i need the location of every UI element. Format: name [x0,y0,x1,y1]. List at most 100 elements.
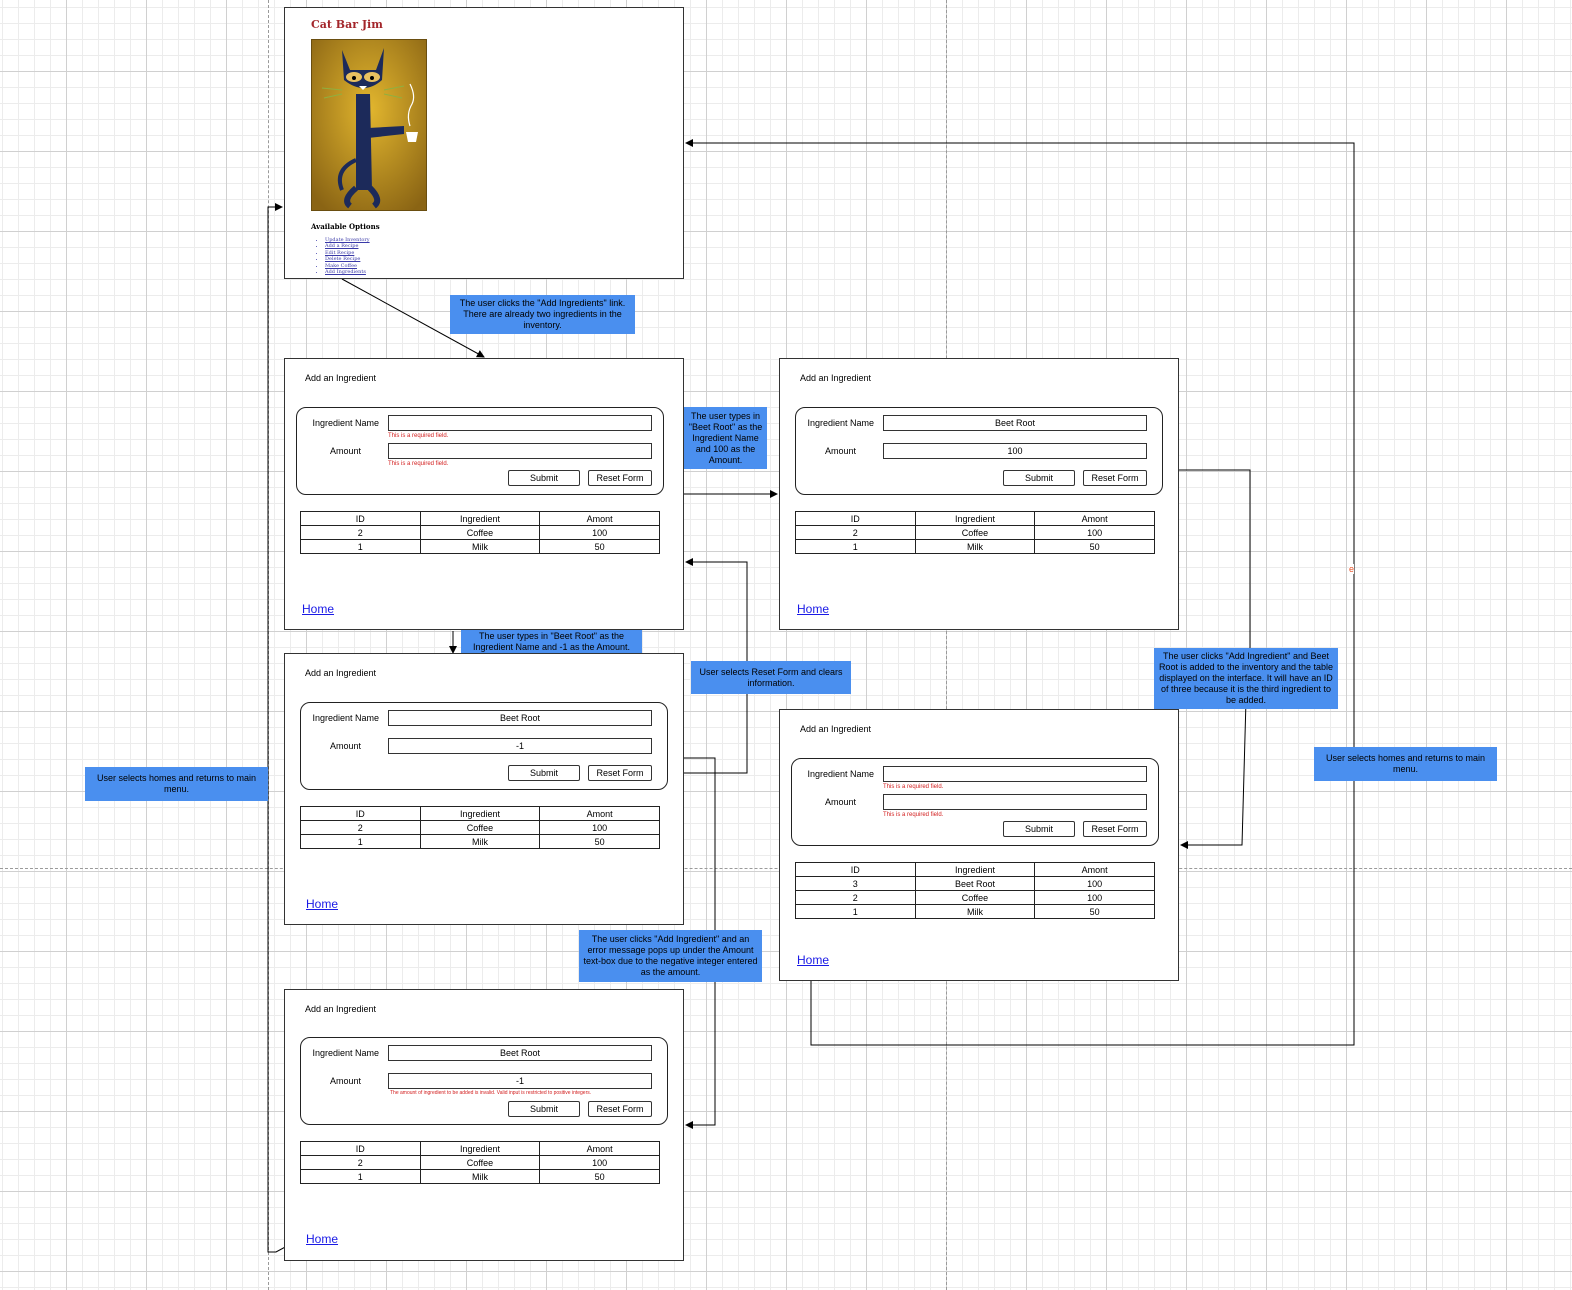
cell-ingredient: Beet Root [914,876,1036,891]
cell-id: 1 [300,539,421,554]
note-types-beet-root-negative: The user types in "Beet Root" as the Ing… [461,630,642,653]
submit-button[interactable]: Submit [1003,470,1075,486]
submit-button[interactable]: Submit [508,765,580,781]
frame-title: Add an Ingredient [800,724,872,734]
cell-id: 1 [300,834,421,849]
table-header-amount: Amont [1034,862,1155,877]
reset-form-button[interactable]: Reset Form [588,1101,652,1117]
home-page-frame: Cat Bar Jim Available Options [284,7,684,279]
cell-ingredient: Milk [419,1169,541,1184]
table-row: 2 Coffee 100 [300,1155,660,1170]
cell-ingredient: Coffee [914,890,1036,905]
ingredient-name-input[interactable]: Beet Root [388,1045,652,1061]
inventory-table: ID Ingredient Amont 3 Beet Root 100 2 Co… [795,862,1155,919]
reset-form-button[interactable]: Reset Form [588,765,652,781]
inventory-table: ID Ingredient Amont 2 Coffee 100 1 Milk … [795,511,1155,554]
table-row: 3 Beet Root 100 [795,876,1155,891]
cell-amount: 50 [1034,904,1155,919]
table-header-amount: Amont [539,806,660,821]
table-header-id: ID [300,806,421,821]
note-error-message: The user clicks "Add Ingredient" and an … [579,930,762,982]
ingredient-form: Ingredient Name Beet Root Amount -1 The … [300,1037,668,1125]
submit-button[interactable]: Submit [1003,821,1075,837]
amount-input[interactable] [388,443,652,459]
add-ingredient-frame-added: Add an Ingredient Ingredient Name This i… [779,709,1179,981]
amount-input[interactable] [883,794,1147,810]
cell-id: 2 [795,890,916,905]
cell-id: 2 [300,820,421,835]
reset-form-button[interactable]: Reset Form [1083,821,1147,837]
ingredient-form: Ingredient Name Beet Root Amount -1 Subm… [300,702,668,790]
cell-id: 1 [795,904,916,919]
cell-amount: 50 [1034,539,1155,554]
cell-ingredient: Milk [914,539,1036,554]
cell-ingredient: Coffee [419,1155,541,1170]
home-link[interactable]: Home [302,602,335,616]
cell-amount: 100 [1034,525,1155,540]
add-ingredient-frame-error: Add an Ingredient Ingredient Name Beet R… [284,989,684,1261]
cell-amount: 100 [539,820,660,835]
cell-ingredient: Coffee [419,820,541,835]
table-row: 2 Coffee 100 [795,890,1155,905]
edge-label: e [1349,564,1355,574]
cell-amount: 100 [1034,876,1155,891]
add-ingredient-frame-filled: Add an Ingredient Ingredient Name Beet R… [779,358,1179,630]
ingredient-form: Ingredient Name This is a required field… [296,407,664,495]
note-reset-form: User selects Reset Form and clears infor… [691,661,851,694]
cell-ingredient: Milk [419,834,541,849]
amount-input[interactable]: 100 [883,443,1147,459]
table-header-id: ID [300,511,421,526]
amount-label: Amount [824,446,856,456]
ingredient-name-input[interactable]: Beet Root [883,415,1147,431]
reset-form-button[interactable]: Reset Form [588,470,652,486]
add-ingredient-frame-empty: Add an Ingredient Ingredient Name This i… [284,358,684,630]
option-edit-recipe[interactable]: Edit Recipe [325,250,370,256]
reset-form-button[interactable]: Reset Form [1083,470,1147,486]
ingredient-name-label: Ingredient Name [807,418,874,428]
table-row: 1 Milk 50 [795,539,1155,554]
ingredient-name-error: This is a required field. [883,784,944,790]
note-home-left: User selects homes and returns to main m… [85,767,268,801]
amount-input[interactable]: -1 [388,738,652,754]
submit-button[interactable]: Submit [508,470,580,486]
option-add-ingredients[interactable]: Add Ingredients [325,269,370,275]
home-link[interactable]: Home [797,602,830,616]
cell-amount: 50 [539,539,660,554]
ingredient-name-label: Ingredient Name [312,1048,379,1058]
ingredient-name-input[interactable] [388,415,652,431]
amount-label: Amount [329,1076,361,1086]
note-ingredient-added: The user clicks "Add Ingredient" and Bee… [1154,648,1338,709]
ingredient-name-input[interactable] [883,766,1147,782]
option-update-inventory[interactable]: Update Inventory [325,237,370,243]
guide-line [946,0,947,1290]
table-header-ingredient: Ingredient [914,511,1036,526]
home-link[interactable]: Home [306,1232,339,1246]
option-make-coffee[interactable]: Make Coffee [325,263,370,269]
table-row: 2 Coffee 100 [795,525,1155,540]
connector-home-to-add [341,278,485,358]
ingredient-name-label: Ingredient Name [807,769,874,779]
table-header-id: ID [795,862,916,877]
note-types-beet-root-100: The user types in "Beet Root" as the Ing… [684,407,767,469]
amount-invalid-error: The amount of ingredient to be added is … [390,1090,592,1096]
ingredient-name-input[interactable]: Beet Root [388,710,652,726]
home-link[interactable]: Home [306,897,339,911]
cell-id: 2 [300,525,421,540]
table-header-ingredient: Ingredient [419,511,541,526]
amount-label: Amount [329,446,361,456]
cell-id: 3 [795,876,916,891]
table-header-amount: Amont [1034,511,1155,526]
options-list: Update Inventory Add a Recipe Edit Recip… [313,237,370,275]
option-delete-recipe[interactable]: Delete Recipe [325,256,370,262]
table-header-amount: Amont [539,1141,660,1156]
amount-label: Amount [824,797,856,807]
submit-button[interactable]: Submit [508,1101,580,1117]
home-link[interactable]: Home [797,953,830,967]
cell-amount: 50 [539,834,660,849]
cell-amount: 100 [539,525,660,540]
amount-input[interactable]: -1 [388,1073,652,1089]
connector-added-home-to-main [685,139,1355,1046]
cell-id: 1 [300,1169,421,1184]
option-add-recipe[interactable]: Add a Recipe [325,243,370,249]
